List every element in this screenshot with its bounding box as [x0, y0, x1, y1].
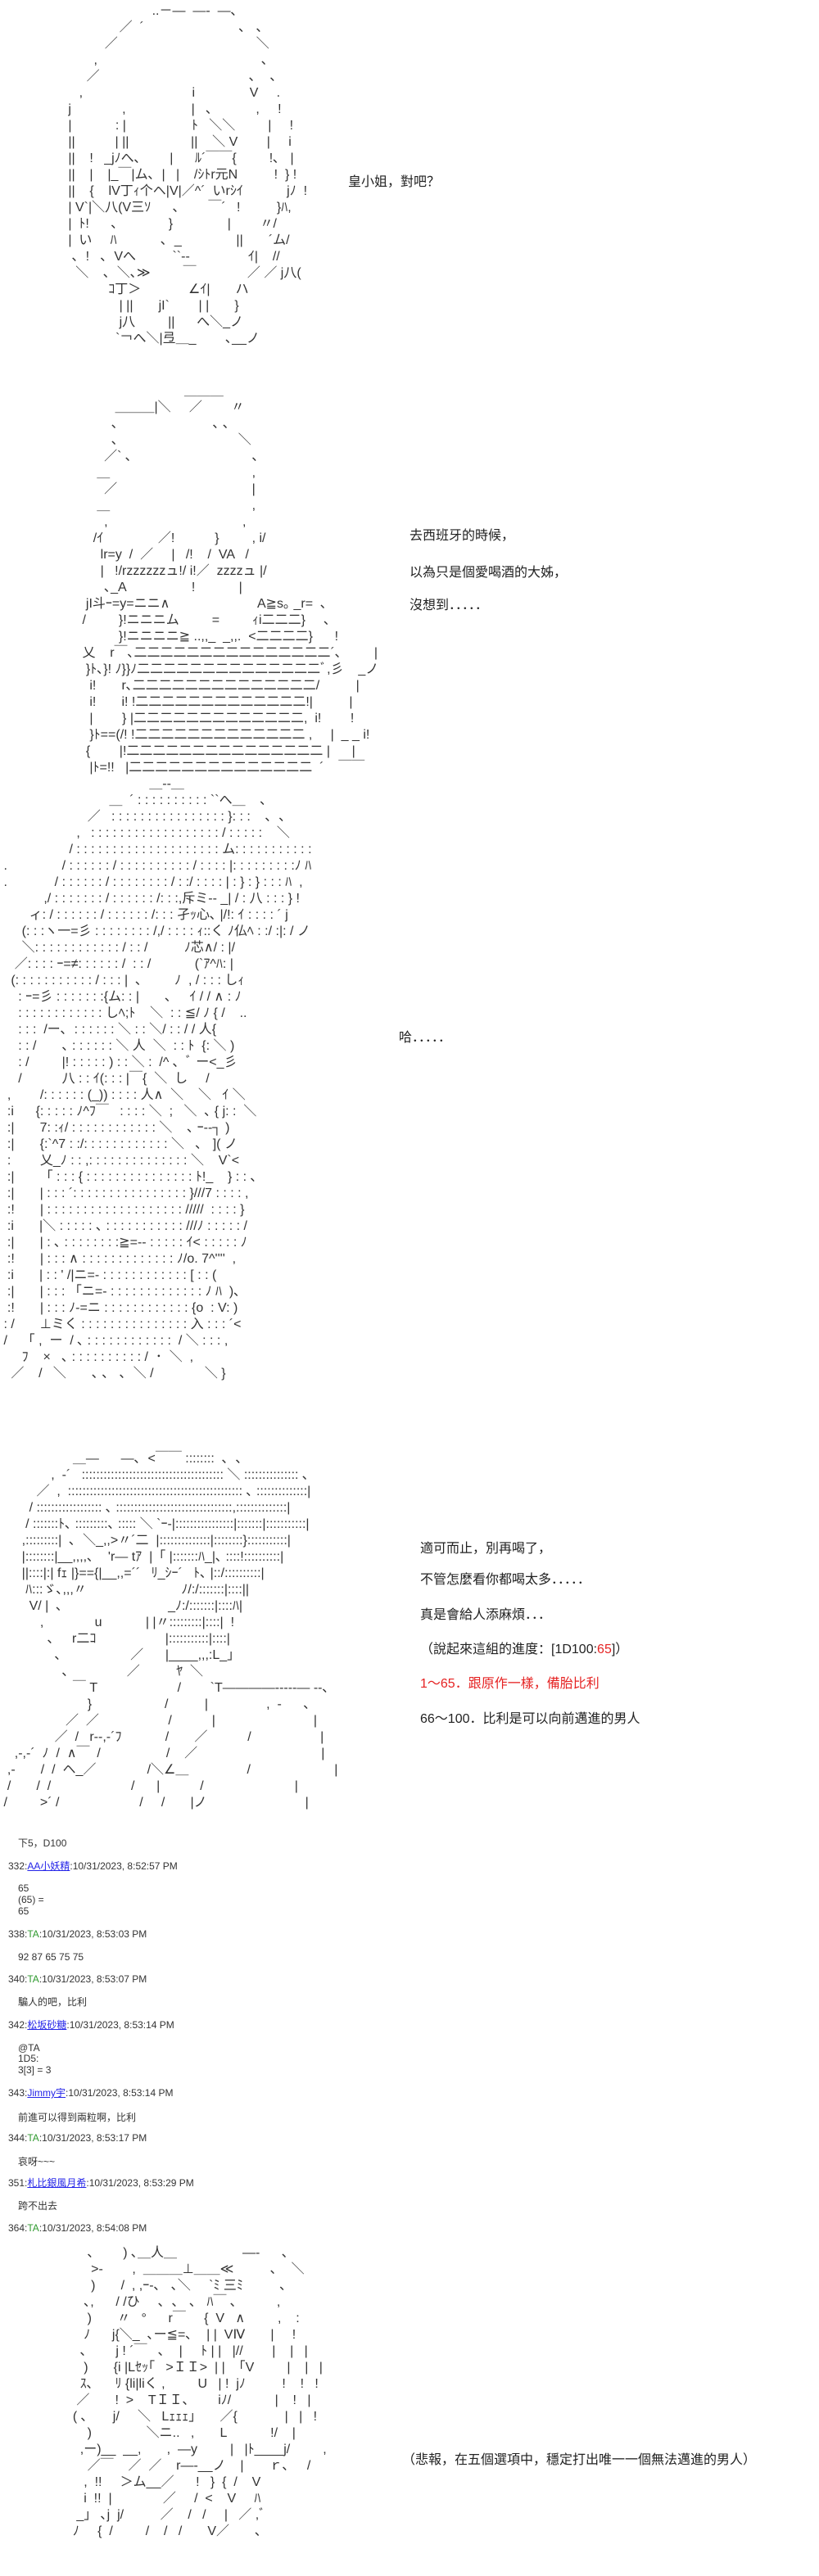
post-header: 344:TA:10/31/2023, 8:53:17 PM — [8, 2132, 147, 2144]
dialogue-line: 真是會給人添麻煩．．． — [420, 1608, 552, 1622]
post-time: :10/31/2023, 8:52:57 PM — [70, 1860, 178, 1872]
post-time: :10/31/2023, 8:53:29 PM — [86, 2177, 194, 2189]
post-body: 65 — [18, 1882, 29, 1894]
post-time: :10/31/2023, 8:53:14 PM — [66, 2019, 174, 2031]
dice-roll-result: 65 — [597, 1643, 612, 1656]
post-header: 340:TA:10/31/2023, 8:53:07 PM — [8, 1973, 147, 1985]
post-author-link[interactable]: 札比銀風月希 — [27, 2177, 87, 2189]
dialogue-line: 不管怎麼看你都喝太多．．．．． — [420, 1573, 591, 1587]
option-1-65: 1～65．跟原作一樣，備胎比利 — [420, 1677, 600, 1691]
ascii-art-drinking-woman: ＿--＿ ＿ ´ : : : : : : : : : : ``へ＿ ､ ／ : … — [3, 777, 312, 1381]
option-66-100: 66～100．比利是可以向前邁進的男人 — [420, 1712, 640, 1726]
post-number: 351: — [8, 2177, 28, 2189]
dice-progress-line: （說起來這組的進度：[1D100:65]） — [420, 1643, 628, 1657]
post-time: :10/31/2023, 8:53:17 PM — [38, 2132, 147, 2144]
dialogue-line: （悲報，在五個選項中，穩定打出唯一一個無法邁進的男人） — [402, 2453, 757, 2467]
post-header: 342:松坂砂糖:10/31/2023, 8:53:14 PM — [8, 2019, 174, 2031]
post-header: 351:札比銀風月希:10/31/2023, 8:53:29 PM — [8, 2177, 194, 2189]
dialogue-line: 以為只是個愛喝酒的大姊， — [410, 566, 568, 580]
post-header: 338:TA:10/31/2023, 8:53:03 PM — [8, 1928, 147, 1940]
post-body: 92 87 65 75 75 — [18, 1951, 84, 1963]
ascii-art-scolding-woman: ＿― ―､ <￣￣ :::::::: ､ ､ , -´ ::::::::::::… — [3, 1452, 338, 1810]
dice-result: 65 — [18, 1905, 29, 1917]
ascii-art-sumeragi: ..－― ―- ―､ ／ ´ ､ ､ ／ ＼ , ､ ／ — [68, 4, 308, 346]
post-body: 哀呀~~~ — [18, 2156, 56, 2167]
post-body: 跨不出去 — [18, 2200, 58, 2212]
post-header: 343:Jimmy宇:10/31/2023, 8:53:14 PM — [8, 2087, 173, 2099]
post-number: 364: — [8, 2222, 28, 2234]
post-author: TA — [27, 2132, 39, 2144]
post-body: 騙人的吧，比利 — [18, 1996, 88, 2008]
dialogue-line: 去西班牙的時候， — [410, 529, 515, 543]
post-body: 1D5: — [18, 2053, 39, 2064]
dialogue-line: 沒想到．．．．． — [410, 599, 489, 612]
post-time: :10/31/2023, 8:54:08 PM — [38, 2222, 147, 2234]
ascii-art-billy: ＿＿＿ ＿＿＿|＼ ／ 〃 ､ ､ ､ ､ ＼ ／` ､ ､ ＿ — [82, 384, 379, 775]
roll-prompt: 下5，D100 — [18, 1837, 67, 1849]
dice-result: 3[3] = 3 — [18, 2064, 52, 2076]
post-number: 342: — [8, 2019, 28, 2031]
post-header: 332:AA小妖精:10/31/2023, 8:52:57 PM — [8, 1860, 178, 1872]
dialogue-line: 哈．．．．． — [399, 1031, 452, 1045]
dialogue-line: 適可而止，別再喝了， — [420, 1542, 552, 1556]
dice-progress-suffix: ]） — [611, 1643, 629, 1656]
post-author-link[interactable]: AA小妖精 — [27, 1860, 70, 1872]
post-author: TA — [27, 1928, 39, 1940]
dice-progress-prefix: （說起來這組的進度：[1D100: — [420, 1643, 598, 1656]
post-time: :10/31/2023, 8:53:03 PM — [38, 1928, 147, 1940]
post-author-link[interactable]: 松坂砂糖 — [27, 2019, 67, 2031]
post-number: 344: — [8, 2132, 28, 2144]
post-header: 364:TA:10/31/2023, 8:54:08 PM — [8, 2222, 147, 2234]
post-number: 340: — [8, 1973, 28, 1985]
post-body: @TA — [18, 2042, 40, 2054]
ascii-art-sad-character: ､ ) ､＿人＿ ―- ､ >- , ＿＿＿⊥＿＿≪ ､ ＼ ) / , ,ｰ-… — [72, 2246, 327, 2538]
post-body: 前進可以得到兩粒啊，比利 — [18, 2112, 137, 2123]
dialogue-line: 皇小姐，對吧？ — [348, 175, 441, 189]
post-number: 332: — [8, 1860, 28, 1872]
post-author: TA — [27, 2222, 39, 2234]
post-author: TA — [27, 1973, 39, 1985]
post-number: 338: — [8, 1928, 28, 1940]
post-body: (65) = — [18, 1894, 44, 1905]
post-time: :10/31/2023, 8:53:14 PM — [66, 2087, 174, 2099]
post-number: 343: — [8, 2087, 28, 2099]
post-time: :10/31/2023, 8:53:07 PM — [38, 1973, 147, 1985]
post-author-link[interactable]: Jimmy宇 — [27, 2087, 66, 2099]
